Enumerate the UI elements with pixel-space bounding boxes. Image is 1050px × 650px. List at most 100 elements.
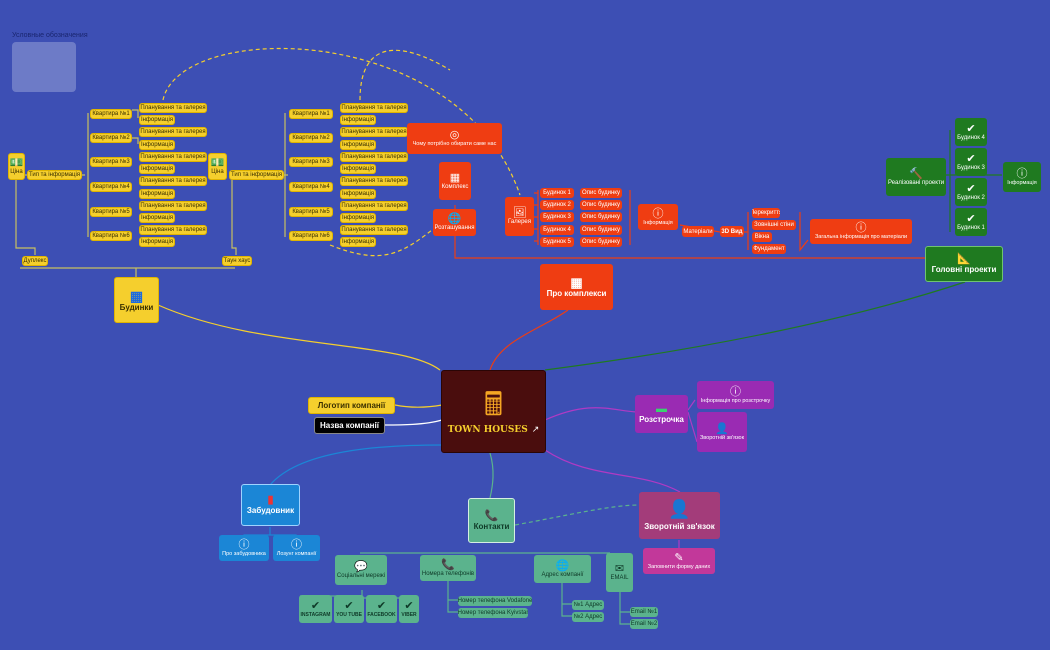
info-right-2[interactable]: Інформація [340, 140, 376, 150]
building-descr-3[interactable]: Опис будинку [580, 212, 622, 222]
projects-info-node[interactable]: ⓘ Інформація [1003, 162, 1041, 192]
apartment-right-3[interactable]: Квартира №3 [289, 157, 333, 167]
social-viber[interactable]: ✔ VIBER [399, 595, 419, 623]
project-house-4[interactable]: ✔ Будинок 4 [955, 118, 987, 146]
plan-right-4[interactable]: Планування та галерея [340, 176, 408, 186]
info-left-5[interactable]: Інформація [139, 213, 175, 223]
phone-vodafone[interactable]: Номер телефона Vodafone [458, 596, 532, 606]
gallery-node[interactable]: 🖼 Галерея [505, 197, 534, 236]
building-5[interactable]: Будинок 5 [540, 237, 574, 247]
info-right-1[interactable]: Інформація [340, 115, 376, 125]
info-right-5[interactable]: Інформація [340, 213, 376, 223]
email-node[interactable]: ✉ EMAIL [606, 553, 633, 592]
email-1[interactable]: Email №1 [630, 607, 658, 617]
plan-left-2[interactable]: Планування та галерея [139, 127, 207, 137]
material-item-1[interactable]: Перекриття [752, 208, 780, 218]
legend-box[interactable] [12, 42, 76, 92]
apartment-left-2[interactable]: Квартира №2 [90, 133, 132, 143]
info-left-4[interactable]: Інформація [139, 189, 175, 199]
building-descr-1[interactable]: Опис будинку [580, 188, 622, 198]
view3d-node[interactable]: 3D Вид [720, 226, 744, 237]
slogan-node[interactable]: ⓘ Лозунг компанії [273, 535, 320, 561]
installment-feedback-node[interactable]: 👤 Зворотній зв'язок [697, 412, 747, 452]
building-descr-2[interactable]: Опис будинку [580, 200, 622, 210]
social-instagram[interactable]: ✔ INSTAGRAM [299, 595, 332, 623]
email-2[interactable]: Email №2 [630, 619, 658, 629]
apartment-left-1[interactable]: Квартира №1 [90, 109, 132, 119]
materials-node[interactable]: Матеріали [682, 226, 714, 237]
complex-sub-node[interactable]: ▦ Комплекс [439, 162, 471, 200]
info-left-3[interactable]: Інформація [139, 164, 175, 174]
social-node[interactable]: 💬 Соціальні мережі [335, 555, 387, 585]
info-right-3[interactable]: Інформація [340, 164, 376, 174]
materials-general-node[interactable]: ⓘ Загальна інформація про матеріали [810, 219, 912, 244]
duplex-type[interactable]: Тип та інформація [27, 170, 82, 180]
location-node[interactable]: 🌐 Розташування [433, 209, 476, 236]
info-right-4[interactable]: Інформація [340, 189, 376, 199]
installment-node[interactable]: ▬ Розстрочка [635, 395, 688, 433]
apartment-right-2[interactable]: Квартира №2 [289, 133, 333, 143]
project-house-1[interactable]: ✔ Будинок 1 [955, 208, 987, 236]
address-1[interactable]: №1 Адрес [572, 600, 604, 610]
plan-right-1[interactable]: Планування та галерея [340, 103, 408, 113]
building-3[interactable]: Будинок 3 [540, 212, 574, 222]
houses-node[interactable]: ▦ Будинки [114, 277, 159, 323]
social-youtube[interactable]: ✔ YOU TUBE [334, 595, 364, 623]
address-node[interactable]: 🌐 Адрес компанії [534, 555, 591, 583]
apartment-left-4[interactable]: Квартира №4 [90, 182, 132, 192]
logo-label[interactable]: Логотип компанії [308, 397, 395, 414]
phone-kyivstar[interactable]: Номер телефона Kyivstar [458, 608, 528, 618]
building-1[interactable]: Будинок 1 [540, 188, 574, 198]
developer-node[interactable]: ▮ Забудовник [241, 484, 300, 526]
apartment-right-6[interactable]: Квартира №6 [289, 231, 333, 241]
building-4[interactable]: Будинок 4 [540, 225, 574, 235]
project-house-3[interactable]: ✔ Будинок 3 [955, 148, 987, 176]
plan-left-6[interactable]: Планування та галерея [139, 225, 207, 235]
apartment-right-1[interactable]: Квартира №1 [289, 109, 333, 119]
central-node[interactable]: 🖩 TOWN HOUSES ↗ [441, 370, 546, 453]
info-left-2[interactable]: Інформація [139, 140, 175, 150]
plan-right-3[interactable]: Планування та галерея [340, 152, 408, 162]
townhouse-label[interactable]: Таун хаус [222, 256, 252, 266]
material-item-3[interactable]: Вікна [752, 232, 772, 242]
townhouse-price[interactable]: 💵 Ціна [208, 153, 227, 180]
plan-right-5[interactable]: Планування та галерея [340, 201, 408, 211]
building-descr-4[interactable]: Опис будинку [580, 225, 622, 235]
townhouse-type[interactable]: Тип та інформація [229, 170, 284, 180]
feedback-node[interactable]: 👤 Зворотній зв'язок [639, 492, 720, 539]
apartment-right-4[interactable]: Квартира №4 [289, 182, 333, 192]
plan-left-3[interactable]: Планування та галерея [139, 152, 207, 162]
plan-left-5[interactable]: Планування та галерея [139, 201, 207, 211]
about-developer-node[interactable]: ⓘ Про забудовника [219, 535, 269, 561]
complex-info-node[interactable]: ⓘ Інформація [638, 204, 678, 230]
contacts-node[interactable]: 📞 Контакти [468, 498, 515, 543]
address-2[interactable]: №2 Адрес [572, 612, 604, 622]
complex-node[interactable]: ▦ Про комплекси [540, 264, 613, 310]
apartment-left-3[interactable]: Квартира №3 [90, 157, 132, 167]
info-left-1[interactable]: Інформація [139, 115, 175, 125]
info-left-6[interactable]: Інформація [139, 237, 175, 247]
projects-node[interactable]: 📐 Головні проекти [925, 246, 1003, 282]
phones-node[interactable]: 📞 Номера телефонів [420, 555, 476, 581]
plan-right-2[interactable]: Планування та галерея [340, 127, 408, 137]
apartment-right-5[interactable]: Квартира №5 [289, 207, 333, 217]
plan-right-6[interactable]: Планування та галерея [340, 225, 408, 235]
why-us-node[interactable]: ◎ Чому потрібно обирати саме нас [407, 123, 502, 154]
company-name-label[interactable]: Назва компанії [314, 417, 385, 434]
building-2[interactable]: Будинок 2 [540, 200, 574, 210]
material-item-4[interactable]: Фундамент [752, 244, 786, 254]
duplex-price[interactable]: 💵 Ціна [8, 153, 25, 180]
external-link-icon[interactable]: ↗ [531, 424, 540, 434]
info-right-6[interactable]: Інформація [340, 237, 376, 247]
feedback-form-node[interactable]: ✎ Заповнити форму даних [643, 548, 715, 574]
plan-left-1[interactable]: Планування та галерея [139, 103, 207, 113]
material-item-2[interactable]: Зовнішні стіни [752, 220, 796, 230]
building-descr-5[interactable]: Опис будинку [580, 237, 622, 247]
apartment-left-5[interactable]: Квартира №5 [90, 207, 132, 217]
installment-info-node[interactable]: ⓘ Інформація про розстрочку [697, 381, 774, 409]
duplex-label[interactable]: Дуплекс [22, 256, 48, 266]
done-projects-node[interactable]: 🔨 Реалізовані проекти [886, 158, 946, 196]
plan-left-4[interactable]: Планування та галерея [139, 176, 207, 186]
social-facebook[interactable]: ✔ FACEBOOK [366, 595, 397, 623]
project-house-2[interactable]: ✔ Будинок 2 [955, 178, 987, 206]
